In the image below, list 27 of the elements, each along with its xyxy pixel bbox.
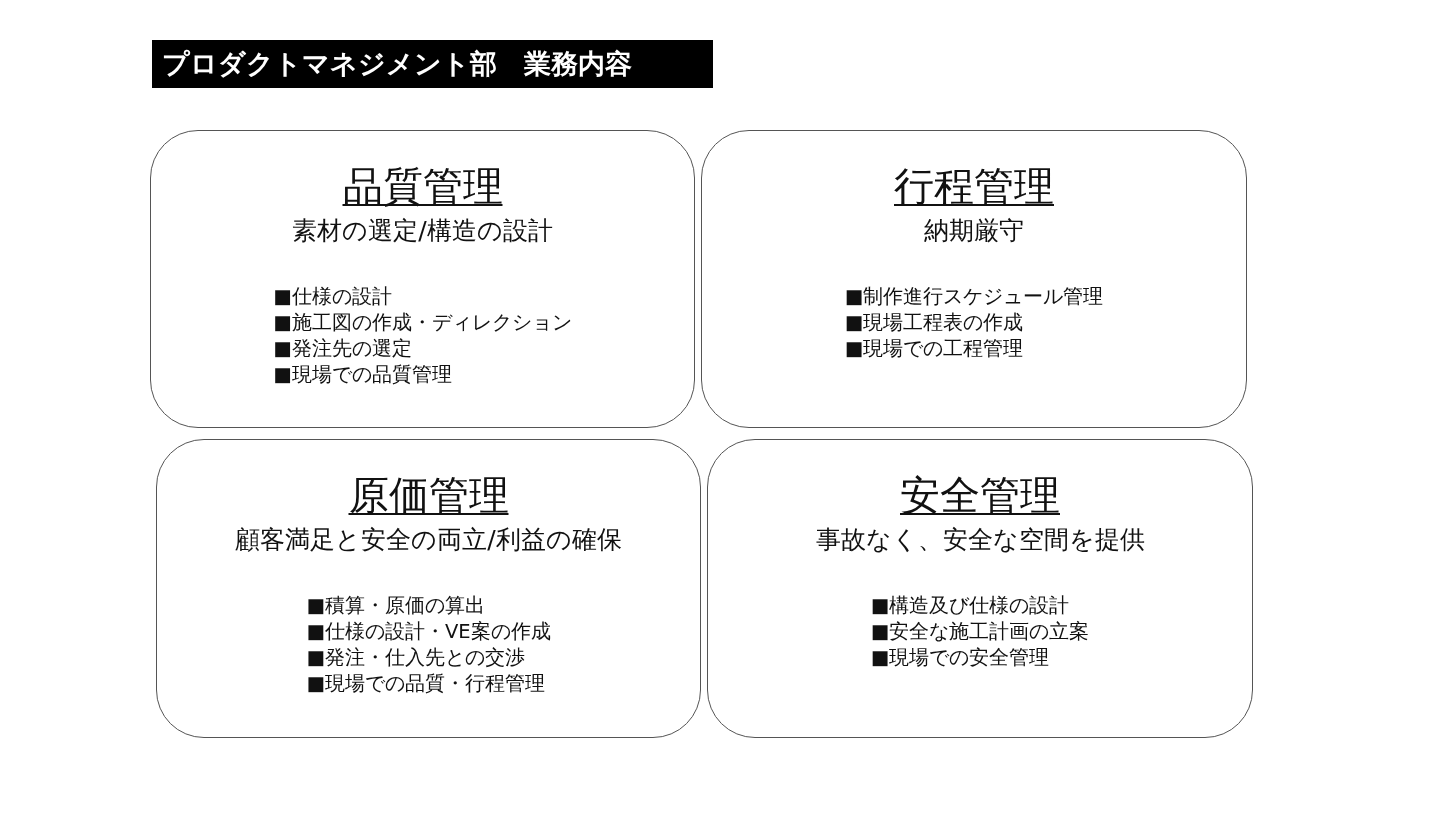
bullet-item: ■発注先の選定: [273, 336, 412, 362]
rounded-card: [701, 130, 1247, 428]
bullet-item: ■現場工程表の作成: [844, 310, 1024, 336]
bullet-item: ■仕様の設計・VE案の作成: [306, 619, 551, 645]
bullet-item: ■施工図の作成・ディレクション: [273, 310, 572, 336]
bullet-item: ■構造及び仕様の設計: [870, 593, 1070, 619]
rounded-card: [707, 439, 1253, 738]
rounded-card: [156, 439, 701, 738]
bullet-item: ■現場での安全管理: [870, 645, 1050, 671]
bullet-item: ■積算・原価の算出: [306, 593, 485, 619]
card-subtitle: 納期厳守: [924, 215, 1024, 247]
bullet-item: ■発注・仕入先との交渉: [306, 645, 525, 671]
bullet-item: ■制作進行スケジュール管理: [844, 284, 1104, 310]
bullet-item: ■現場での品質・行程管理: [306, 671, 545, 697]
title-banner: プロダクトマネジメント部 業務内容: [152, 40, 713, 88]
card-heading: 品質管理: [342, 162, 503, 211]
card-subtitle: 素材の選定/構造の設計: [292, 215, 553, 247]
bullet-item: ■現場での品質管理: [273, 362, 452, 388]
card-heading: 安全管理: [900, 471, 1060, 520]
card-heading: 行程管理: [894, 162, 1054, 211]
bullet-item: ■現場での工程管理: [844, 336, 1024, 362]
rounded-card: [150, 130, 695, 428]
bullet-item: ■仕様の設計: [273, 284, 392, 310]
card-subtitle: 顧客満足と安全の両立/利益の確保: [235, 524, 622, 556]
card-subtitle: 事故なく、安全な空間を提供: [815, 524, 1145, 556]
card-heading: 原価管理: [348, 471, 509, 520]
bullet-item: ■安全な施工計画の立案: [870, 619, 1090, 645]
